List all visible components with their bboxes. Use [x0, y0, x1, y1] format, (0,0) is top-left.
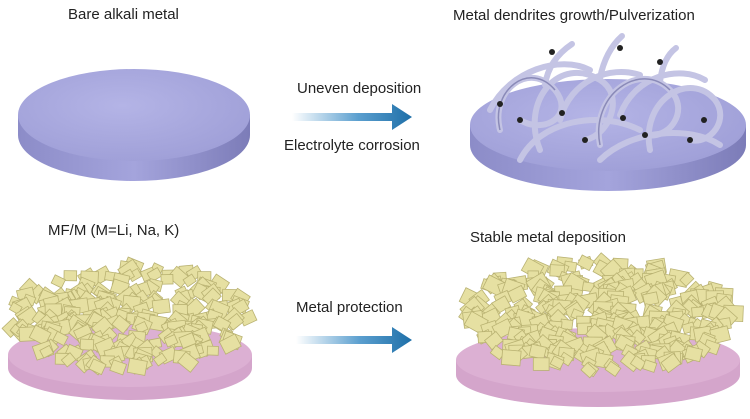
label-stable-deposition: Stable metal deposition: [470, 229, 626, 246]
crystal-cube: [64, 271, 77, 281]
crystal-cube: [152, 299, 170, 314]
mfm-disk: [2, 257, 257, 400]
crystal-cube: [533, 358, 549, 371]
arrow-top: [292, 104, 412, 130]
dendrite-disk: [470, 36, 746, 191]
label-metal-protection: Metal protection: [296, 299, 403, 316]
crystal-cube: [501, 350, 521, 366]
crystal-cube: [692, 307, 705, 318]
stable-disk: [456, 253, 743, 407]
crystal-cube: [643, 292, 659, 306]
arrow-bottom: [296, 327, 412, 353]
crystal-cube: [51, 275, 65, 288]
label-electrolyte-corrosion: Electrolyte corrosion: [284, 137, 420, 154]
bare-metal-disk: [18, 69, 250, 181]
crystal-cube: [207, 346, 218, 355]
crystal-cube: [577, 255, 594, 271]
label-uneven-deposition: Uneven deposition: [297, 80, 421, 97]
crystal-cube: [80, 339, 94, 350]
label-dendrites: Metal dendrites growth/Pulverization: [453, 7, 695, 24]
label-bare-metal: Bare alkali metal: [68, 6, 179, 23]
crystal-cube: [127, 358, 147, 375]
label-mfm: MF/M (M=Li, Na, K): [48, 222, 179, 239]
